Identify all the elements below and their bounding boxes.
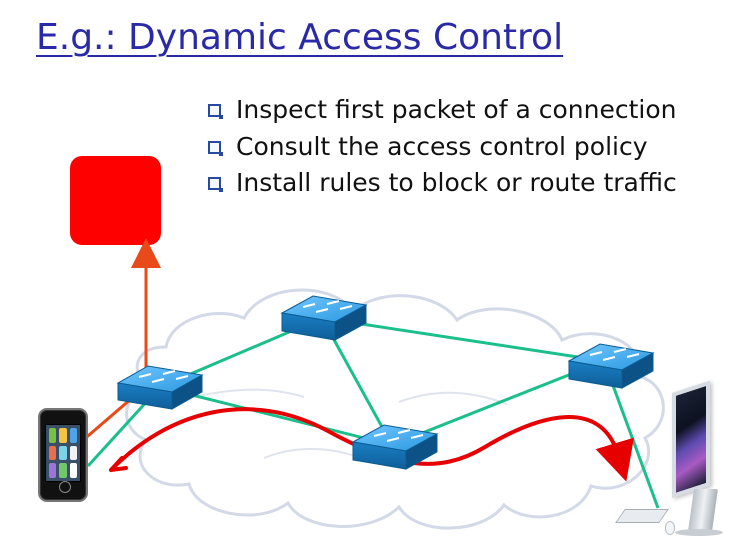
app-icon: [49, 463, 57, 478]
app-icon: [49, 428, 57, 443]
square-bullet-icon: [208, 140, 223, 156]
bullet-text: Install rules to block or route traffic: [236, 168, 677, 197]
bullet-inspect-packet: Inspect first packet of a connection: [208, 95, 728, 126]
controller-box: [70, 156, 161, 245]
app-icon: [69, 463, 77, 478]
keyboard-icon: [615, 509, 669, 523]
app-icon: [49, 445, 57, 461]
computer-stand: [688, 489, 718, 531]
app-icon: [59, 428, 67, 443]
desktop-computer-icon: [615, 380, 740, 543]
switch-left: [116, 365, 204, 410]
switch-bottom: [351, 424, 439, 470]
computer-screen: [672, 380, 710, 498]
cloud-shape: [125, 288, 665, 530]
switch-right: [567, 343, 655, 389]
switch-top: [280, 295, 368, 341]
app-icon: [59, 445, 67, 461]
link-left-bottom: [159, 385, 393, 447]
mouse-icon: [665, 521, 675, 535]
bullet-text: Inspect first packet of a connection: [236, 95, 677, 124]
phone-screen: [45, 424, 81, 482]
bullet-list: Inspect first packet of a connection Con…: [208, 95, 728, 205]
phone-home-button: [59, 481, 71, 493]
computer-base: [675, 529, 723, 536]
bullet-consult-policy: Consult the access control policy: [208, 132, 728, 163]
bullet-install-rules: Install rules to block or route traffic: [208, 168, 728, 199]
slide-title: E.g.: Dynamic Access Control: [36, 17, 564, 58]
square-bullet-icon: [208, 177, 223, 192]
app-icon: [59, 463, 67, 478]
bullet-text: Consult the access control policy: [236, 131, 648, 161]
app-icon: [69, 445, 77, 461]
link-top-right: [321, 316, 605, 363]
square-bullet-icon: [208, 104, 223, 119]
phone-icon: [38, 408, 88, 502]
app-icon: [69, 428, 77, 443]
